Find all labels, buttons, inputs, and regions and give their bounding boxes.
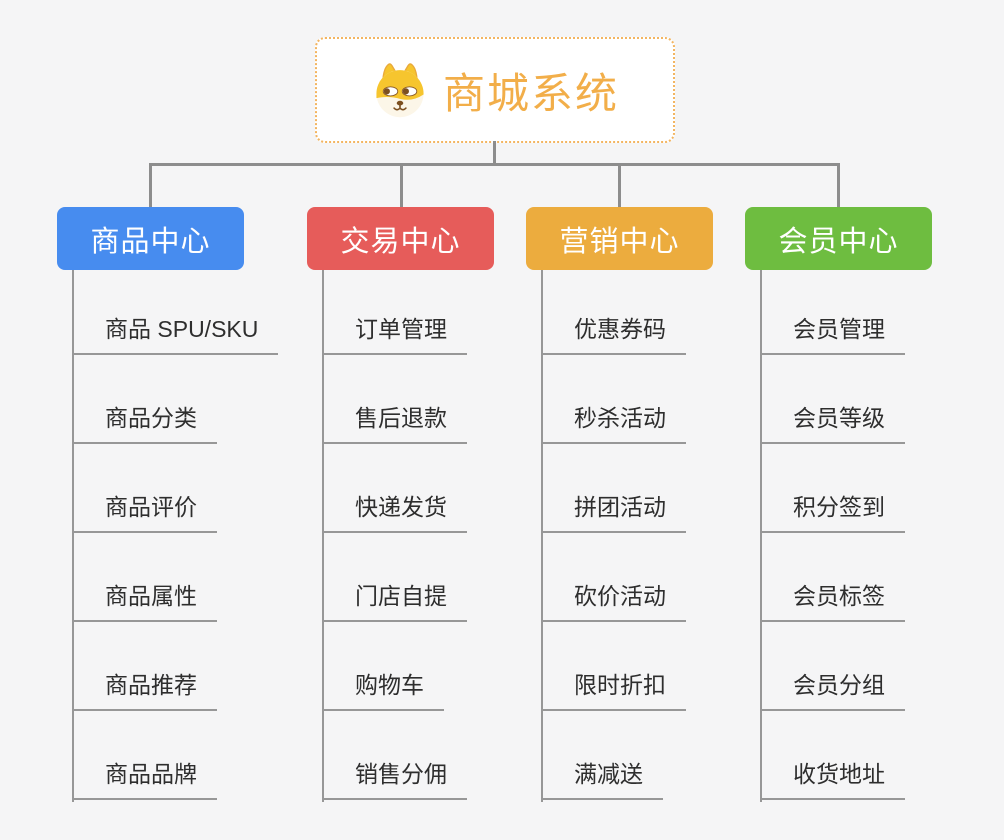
leaf-node[interactable]: 商品品牌 — [72, 711, 217, 800]
root-node[interactable]: 商城系统 — [315, 37, 675, 143]
branch-items: 订单管理 售后退款 快递发货 门店自提 购物车 销售分佣 — [322, 270, 467, 800]
shiba-dog-icon — [376, 63, 424, 118]
leaf-node[interactable]: 销售分佣 — [322, 711, 467, 800]
leaf-node[interactable]: 订单管理 — [322, 270, 467, 355]
connector-drop — [400, 163, 403, 209]
leaf-node[interactable]: 满减送 — [541, 711, 663, 800]
branch-header-products[interactable]: 商品中心 — [57, 207, 244, 270]
connector-root-stub — [493, 141, 496, 166]
leaf-node[interactable]: 购物车 — [322, 622, 444, 711]
branch-spine — [541, 270, 543, 802]
connector-drop — [837, 163, 840, 209]
connector-drop — [618, 163, 621, 209]
leaf-node[interactable]: 积分签到 — [760, 444, 905, 533]
leaf-node[interactable]: 商品推荐 — [72, 622, 217, 711]
leaf-node[interactable]: 售后退款 — [322, 355, 467, 444]
root-title: 商城系统 — [442, 69, 619, 117]
leaf-node[interactable]: 商品分类 — [72, 355, 217, 444]
leaf-node[interactable]: 限时折扣 — [541, 622, 686, 711]
leaf-node[interactable]: 会员等级 — [760, 355, 905, 444]
branch-items: 商品 SPU/SKU 商品分类 商品评价 商品属性 商品推荐 商品品牌 — [72, 270, 279, 800]
branch-spine — [322, 270, 324, 802]
leaf-node[interactable]: 会员管理 — [760, 270, 905, 355]
leaf-node[interactable]: 砍价活动 — [541, 533, 686, 622]
branch-header-members[interactable]: 会员中心 — [745, 207, 932, 270]
leaf-node[interactable]: 门店自提 — [322, 533, 467, 622]
leaf-node[interactable]: 秒杀活动 — [541, 355, 686, 444]
leaf-node[interactable]: 商品 SPU/SKU — [72, 270, 279, 355]
leaf-node[interactable]: 拼团活动 — [541, 444, 686, 533]
leaf-node[interactable]: 快递发货 — [322, 444, 467, 533]
leaf-node[interactable]: 优惠券码 — [541, 270, 686, 355]
connector-drop — [149, 163, 152, 209]
branch-spine — [72, 270, 74, 802]
branch-items: 会员管理 会员等级 积分签到 会员标签 会员分组 收货地址 — [760, 270, 905, 800]
branch-header-marketing[interactable]: 营销中心 — [526, 207, 713, 270]
leaf-node[interactable]: 商品属性 — [72, 533, 217, 622]
leaf-node[interactable]: 收货地址 — [760, 711, 905, 800]
leaf-node[interactable]: 会员标签 — [760, 533, 905, 622]
branch-items: 优惠券码 秒杀活动 拼团活动 砍价活动 限时折扣 满减送 — [541, 270, 686, 800]
branch-spine — [760, 270, 762, 802]
leaf-node[interactable]: 会员分组 — [760, 622, 905, 711]
leaf-node[interactable]: 商品评价 — [72, 444, 217, 533]
connector-harness — [149, 163, 840, 166]
branch-header-trade[interactable]: 交易中心 — [307, 207, 494, 270]
